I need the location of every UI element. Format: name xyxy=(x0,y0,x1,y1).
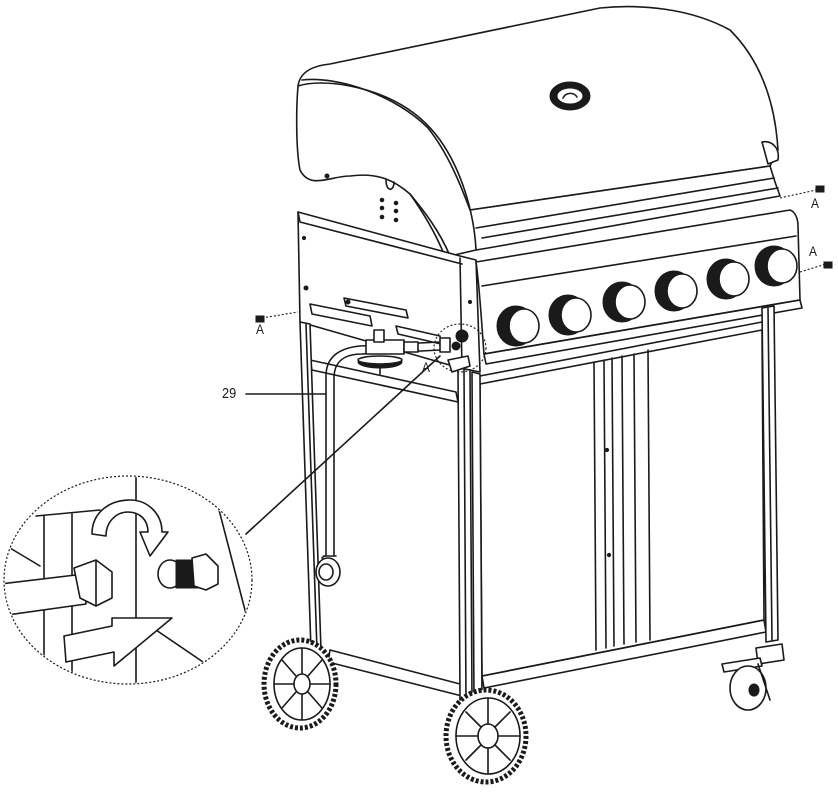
callout-29-label: 29 xyxy=(222,385,237,402)
detail-marker-circle xyxy=(433,323,487,373)
detail-leader-line xyxy=(245,355,441,535)
screw-a-left xyxy=(255,311,299,323)
screw-a-bottom-right xyxy=(799,261,833,273)
screw-a-label-top-right: A xyxy=(811,195,819,211)
control-knob-1 xyxy=(496,305,540,347)
control-knob-5 xyxy=(706,258,750,300)
screw-a-label-bottom-right: A xyxy=(809,243,817,259)
control-knob-3 xyxy=(602,281,646,323)
screw-a-top-right xyxy=(779,185,825,199)
gas-hose-assembly xyxy=(315,329,471,587)
caster-wheel xyxy=(721,643,785,711)
control-knob-4 xyxy=(654,270,698,312)
control-knob-2 xyxy=(548,294,592,336)
control-knob-6 xyxy=(754,245,798,287)
wheel-right xyxy=(443,687,529,785)
control-knobs xyxy=(496,245,798,347)
cabinet xyxy=(309,321,767,697)
magnified-detail-view xyxy=(3,475,253,685)
wheel-left xyxy=(261,637,339,731)
screw-a-label-center: A xyxy=(422,359,430,375)
screw-a-label-left: A xyxy=(256,321,264,337)
firebox-side-panel xyxy=(297,211,481,373)
grill-lid xyxy=(295,5,781,257)
